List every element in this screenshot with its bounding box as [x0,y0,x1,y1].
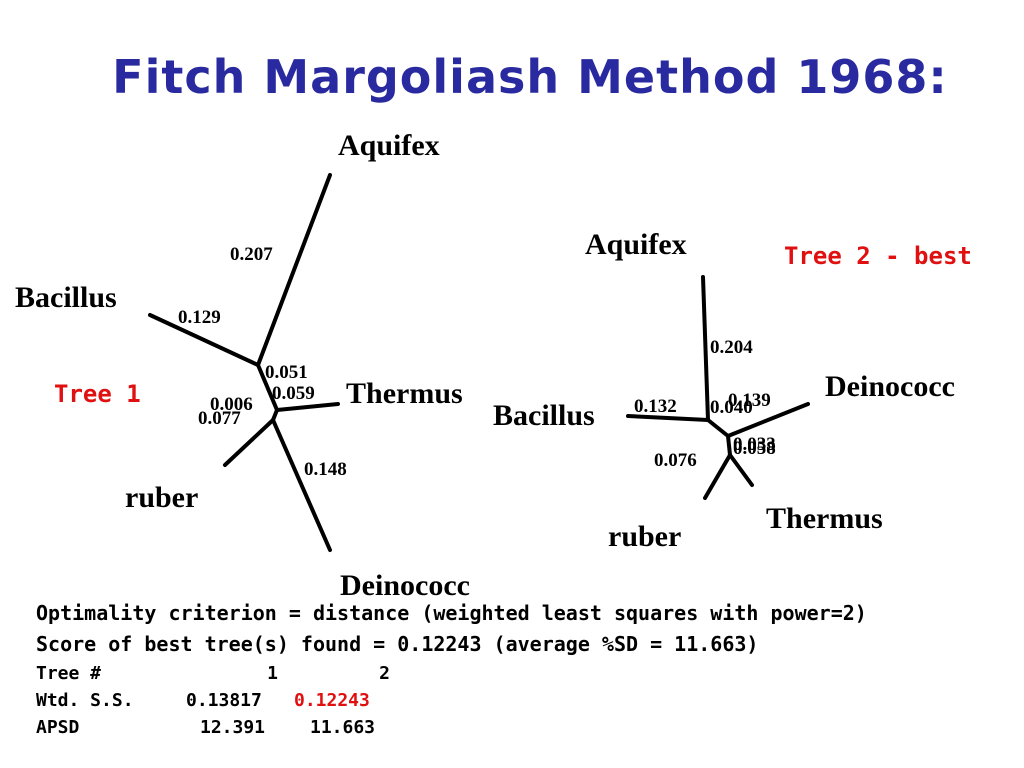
tree1-branch-internal-upper [256,363,279,412]
tree1-branch-aquifex [256,173,332,367]
tree1-branches [148,173,340,552]
tree2-length-bacillus: 0.132 [634,396,677,417]
tree1-length-thermus: 0.059 [272,383,315,404]
tree2-length-aquifex: 0.204 [710,337,753,358]
tree1-taxon-deinococc: Deinococc [340,569,470,602]
tree2-taxon-deinococc: Deinococc [825,370,955,403]
wss-tree2: 0.12243 [294,690,370,711]
tree2-branch-bacillus [626,414,710,422]
tree1-length-internal-upper: 0.051 [265,362,308,383]
tree2-branches [626,275,810,500]
tree2-label: Tree 2 - best [784,242,972,270]
tree-number-2: 2 [379,663,390,684]
tree1-length-internal-lower: 0.006 [210,394,253,415]
tree2-branch-thermus [728,453,754,487]
tree1-length-ruber: 0.077 [198,408,241,429]
page-title: Fitch Margoliash Method 1968: [112,50,948,104]
optimality-criterion-line: Optimality criterion = distance (weighte… [36,601,867,625]
tree2-taxon-thermus: Thermus [766,502,883,535]
apsd-label: APSD [36,717,80,738]
tree1-length-aquifex: 0.207 [230,244,273,265]
tree1-length-deinococc: 0.148 [304,459,347,480]
tree-number-1: 1 [267,663,278,684]
tree1-branch-thermus [275,402,340,412]
tree2-branch-aquifex [701,275,710,422]
tree1-branch-bacillus [148,313,260,367]
tree1-taxon-thermus: Thermus [346,377,463,410]
wss-tree1: 0.13817 [186,690,262,711]
tree1-taxon-bacillus: Bacillus [15,281,117,314]
tree2-branch-ruber [703,453,732,500]
tree2-length-ruber: 0.076 [654,450,697,471]
tree2-taxon-ruber: ruber [608,520,681,553]
tree1-branch-deinococc [271,418,332,552]
wss-label: Wtd. S.S. [36,690,134,711]
tree2-length-thermus: 0.058 [733,438,776,459]
tree2-taxon-aquifex: Aquifex [585,228,687,261]
tree2-length-internal-a: 0.040 [710,397,753,418]
tree1-taxon-aquifex: Aquifex [338,129,440,162]
tree2-length-deinococc: 0.139 [728,390,771,411]
tree1-taxon-ruber: ruber [125,481,198,514]
tree1-label: Tree 1 [54,380,141,408]
apsd-tree1: 12.391 [200,717,266,738]
tree2-branch-internal-a [706,418,730,438]
tree-number-row: Tree # 1 2 [36,660,867,687]
stats-block: Optimality criterion = distance (weighte… [36,598,867,741]
tree1-length-bacillus: 0.129 [178,307,221,328]
tree-number-label: Tree # [36,663,102,684]
apsd-row: APSD 12.391 11.663 [36,714,867,741]
tree1-branch-ruber [223,418,275,467]
wss-row: Wtd. S.S. 0.13817 0.12243 [36,687,867,714]
tree2-branch-deinococc [726,402,810,438]
tree2-branch-internal-b [726,434,732,457]
tree2-length-internal-b: 0.033 [733,434,776,455]
best-score-line: Score of best tree(s) found = 0.12243 (a… [36,632,759,656]
tree2-taxon-bacillus: Bacillus [493,399,595,432]
apsd-tree2: 11.663 [310,717,376,738]
